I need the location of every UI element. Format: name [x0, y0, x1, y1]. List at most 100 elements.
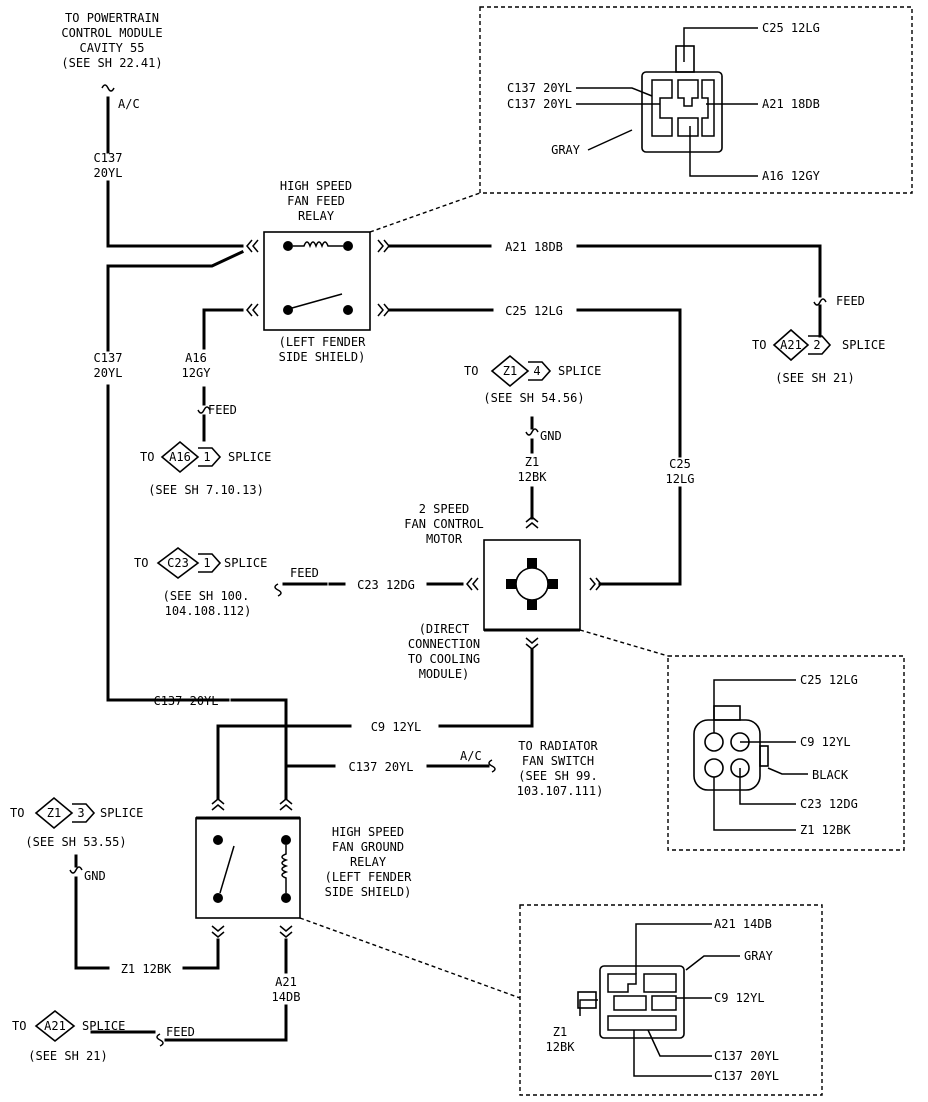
c137-top-label: C137	[94, 151, 123, 165]
feed-relay-chevron-l2	[246, 303, 259, 317]
z1-label-b: 12BK	[518, 470, 548, 484]
splice-c23-see2: 104.108.112)	[165, 604, 252, 618]
feed-relay-box	[263, 231, 371, 331]
conn-top-body	[641, 71, 723, 153]
c137-low-label: C137 20YL	[153, 694, 218, 708]
pcm-line4: (SEE SH 22.41)	[61, 56, 162, 70]
conn-motor-pin3	[704, 758, 724, 778]
pcm-line2: CONTROL MODULE	[61, 26, 162, 40]
wire-a16	[202, 308, 244, 406]
conn-bottom: A21 14DB GRAY C9 12YL Z1 12BK C137 20YL …	[546, 917, 779, 1083]
splice-z1-left-to: TO	[10, 806, 24, 820]
wire-c137-branch	[106, 250, 244, 268]
z1-low-label: Z1 12BK	[121, 962, 172, 976]
feed-relay-switch-pin2	[343, 305, 353, 315]
conn-top-latch	[675, 45, 695, 73]
feed-relay-coil-pin2	[343, 241, 353, 251]
wire-a21-top	[388, 244, 822, 298]
splice-z1-left-tag	[72, 803, 96, 823]
pcm-line1: TO POWERTRAIN	[65, 11, 159, 25]
a16-feed-symbol	[197, 406, 211, 414]
feed-relay-chevron-l1	[246, 239, 259, 253]
conn-bottom-cavity-d	[651, 995, 677, 1011]
ground-relay-coil	[281, 845, 289, 893]
splice-a21-bottom-code: A21	[44, 1019, 66, 1033]
splice-z1-left-code: Z1	[47, 806, 61, 820]
conn-top-gray: GRAY	[551, 143, 581, 157]
conn-top-c137-a: C137 20YL	[507, 81, 572, 95]
motor-note4: MODULE)	[419, 667, 470, 681]
ground-relay-coil-pin2	[281, 893, 291, 903]
splice-c23-to: TO	[134, 556, 148, 570]
c137-mid-label-b: 20YL	[94, 366, 123, 380]
conn-motor-leads	[713, 679, 808, 831]
conn-bottom-gray: GRAY	[744, 949, 774, 963]
ground-relay-chevron-br	[279, 925, 293, 938]
feed-relay-switch-pin1	[283, 305, 293, 315]
z1-top-gnd-label: GND	[540, 429, 562, 443]
splice-c23: TO C23 1 SPLICE (SEE SH 100. 104.108.112…	[134, 547, 267, 618]
ground-relay-switch-arm	[219, 845, 235, 894]
ground-relay-chevron-bl	[211, 925, 225, 938]
wire-a21-low	[164, 938, 288, 1042]
a16-label: A16	[185, 351, 207, 365]
conn-top-cavity-right	[701, 79, 715, 137]
conn-bottom-body	[599, 965, 685, 1039]
conn-bottom-cavity-a	[607, 973, 637, 993]
conn-top-frame	[479, 6, 913, 194]
splice-a16-num: 1	[203, 450, 210, 464]
motor-pin-bottom	[527, 600, 537, 610]
a16-feed-label: FEED	[208, 403, 237, 417]
c23-feed-symbol	[274, 583, 282, 597]
fan-control-motor: 2 SPEED FAN CONTROL MOTOR (DIRECT CONNEC…	[404, 502, 581, 681]
splice-z1-top-to: TO	[464, 364, 478, 378]
splice-c23-see1: (SEE SH 100.	[163, 589, 250, 603]
conn-motor-latch	[713, 705, 741, 721]
conn-motor-z1: Z1 12BK	[800, 823, 851, 837]
conn-motor-pin1	[704, 732, 724, 752]
conn-top-cavity-center	[677, 79, 699, 107]
conn-top-cavity-left	[651, 79, 673, 137]
conn-bottom-frame	[519, 904, 823, 1096]
splice-a21-top-code: A21	[780, 338, 802, 352]
splice-a16: TO A16 1 SPLICE (SEE SH 7.10.13)	[140, 440, 271, 497]
pcm-label: TO POWERTRAIN CONTROL MODULE CAVITY 55 (…	[61, 11, 162, 70]
wire-c137-left	[106, 264, 230, 702]
wire-c25	[388, 308, 682, 586]
c137-top-label-b: 20YL	[94, 166, 123, 180]
conn-top-c137-b: C137 20YL	[507, 97, 572, 111]
motor-note1: (DIRECT	[419, 622, 470, 636]
splice-a21-bottom-diamond	[34, 1009, 76, 1043]
motor-line1: 2 SPEED	[419, 502, 470, 516]
conn-top-c25: C25 12LG	[762, 21, 820, 35]
a21-low-label-b: 14DB	[272, 990, 301, 1004]
a21-feed-label: FEED	[836, 294, 865, 308]
conn-motor-key	[759, 745, 769, 767]
conn-bottom-cavity-e	[607, 1015, 677, 1031]
z1-gnd-symbol	[525, 428, 539, 436]
ground-relay-switch-pin2	[213, 893, 223, 903]
conn-bottom-a21: A21 14DB	[714, 917, 772, 931]
splice-a16-word: SPLICE	[228, 450, 271, 464]
feed-relay-line3: RELAY	[298, 209, 335, 223]
c25-right-label: C25	[669, 457, 691, 471]
ground-relay-line2: FAN GROUND	[332, 840, 404, 854]
splice-c23-num: 1	[203, 556, 210, 570]
conn-motor-frame	[667, 655, 905, 851]
conn-motor-c9: C9 12YL	[800, 735, 851, 749]
splice-z1-top-code: Z1	[503, 364, 517, 378]
splice-z1-left-see: (SEE SH 53.55)	[25, 835, 126, 849]
splice-a16-diamond	[160, 440, 200, 474]
pcm-ac-label: A/C	[118, 97, 140, 111]
conn-bottom-leads	[579, 923, 740, 1077]
motor-box	[483, 539, 581, 631]
feed-relay-chevron-r1	[377, 239, 390, 253]
feed-relay-coil	[293, 241, 343, 249]
conn-motor: C25 12LG C9 12YL BLACK C23 12DG Z1 12BK	[693, 673, 858, 837]
feed-relay-loc1: (LEFT FENDER	[279, 335, 366, 349]
conn-bottom-cavity-c	[613, 995, 647, 1011]
splice-c23-tag	[198, 553, 222, 573]
splice-z1-top: TO Z1 4 SPLICE (SEE SH 54.56)	[464, 354, 601, 405]
c23-feed-label: FEED	[290, 566, 319, 580]
